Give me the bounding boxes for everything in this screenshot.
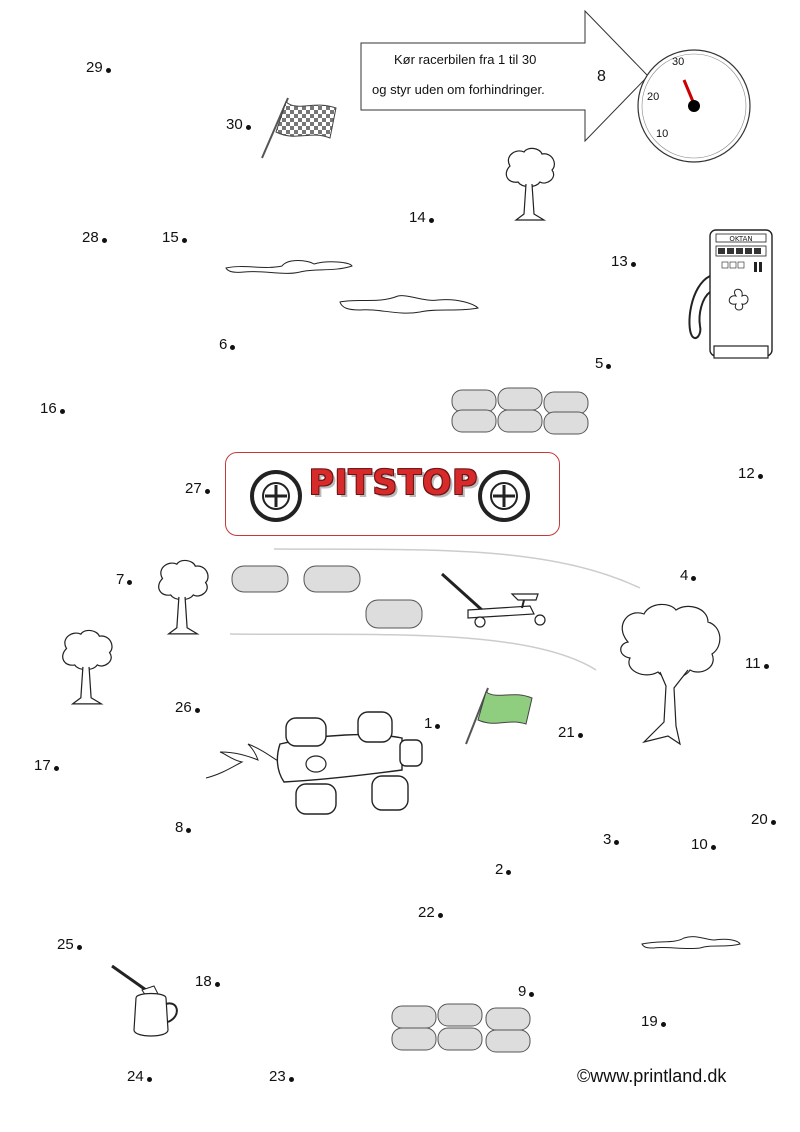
wheel-icon	[250, 470, 302, 522]
dot-point	[428, 218, 434, 223]
dot-point	[529, 992, 535, 997]
wheel-icon	[478, 470, 530, 522]
dot-point	[245, 125, 251, 130]
tree-icon	[62, 629, 113, 705]
car-jack-icon	[440, 572, 546, 628]
instruction-arrow: Kør racerbilen fra 1 til 30 og styr uden…	[360, 9, 660, 146]
dot-28: 28	[82, 230, 107, 245]
dot-point	[630, 262, 636, 267]
dot-point	[101, 238, 107, 243]
dot-5: 5	[595, 356, 612, 371]
dot-16: 16	[40, 401, 65, 416]
dot-point	[76, 945, 82, 950]
tire-stack-icon	[391, 1003, 531, 1053]
dot-point	[53, 766, 59, 771]
dot-1: 1	[424, 716, 441, 731]
dot-6: 6	[219, 337, 236, 352]
dot-26: 26	[175, 700, 200, 715]
speedometer-icon	[637, 49, 751, 163]
start-flag-icon	[465, 687, 533, 745]
dot-point	[577, 733, 583, 738]
dot-21: 21	[558, 725, 583, 740]
dot-18: 18	[195, 974, 220, 989]
dot-15: 15	[162, 230, 187, 245]
race-car-icon	[205, 711, 423, 815]
dot-point	[230, 345, 236, 350]
dot-11: 11	[745, 656, 769, 671]
instruction-line-1: Kør racerbilen fra 1 til 30	[394, 52, 537, 67]
svg-text:OKTAN: OKTAN	[729, 235, 752, 243]
dot-24: 24	[127, 1069, 152, 1084]
tire-stack-icon	[451, 387, 589, 435]
big-tree-icon	[620, 603, 721, 746]
dot-20: 20	[751, 812, 776, 827]
tree-icon	[505, 147, 555, 221]
dot-point	[614, 840, 620, 845]
dot-3: 3	[603, 832, 620, 847]
instruction-badge: 8	[597, 68, 606, 85]
dot-27: 27	[185, 481, 210, 496]
dot-point	[288, 1077, 294, 1082]
dot-point	[660, 1022, 666, 1027]
dot-point	[146, 1077, 152, 1082]
dot-point	[757, 474, 763, 479]
fuel-pump-icon: OKTAN	[688, 229, 773, 359]
dot-point	[435, 724, 441, 729]
oil-slick-icon	[641, 936, 741, 950]
dot-point	[59, 409, 65, 414]
pitstop-label: PITSTOP	[308, 463, 479, 503]
dot-point	[127, 580, 133, 585]
dot-7: 7	[116, 572, 133, 587]
dot-point	[437, 913, 443, 918]
dot-19: 19	[641, 1014, 666, 1029]
road-lines	[229, 548, 641, 671]
gauge-label-10: 10	[656, 128, 669, 140]
pitstop-sign: PITSTOP	[225, 452, 560, 536]
dot-point	[506, 870, 512, 875]
dot-8: 8	[175, 820, 192, 835]
oil-can-icon	[111, 964, 178, 1037]
dot-point	[606, 364, 612, 369]
gauge-label-30: 30	[672, 56, 685, 68]
dot-point	[710, 845, 716, 850]
dot-25: 25	[57, 937, 82, 952]
dot-point	[105, 68, 111, 73]
dot-23: 23	[269, 1069, 294, 1084]
dot-point	[214, 982, 220, 987]
dot-30: 30	[226, 117, 251, 132]
dot-point	[763, 664, 769, 669]
dot-point	[691, 576, 697, 581]
dot-point	[770, 820, 776, 825]
checkered-flag-icon	[261, 97, 337, 159]
dot-point	[181, 238, 187, 243]
dot-point	[204, 489, 210, 494]
dot-29: 29	[86, 60, 111, 75]
dot-22: 22	[418, 905, 443, 920]
instruction-line-2: og styr uden om forhindringer.	[372, 82, 545, 97]
dot-4: 4	[680, 568, 697, 583]
dot-9: 9	[518, 984, 535, 999]
dot-13: 13	[611, 254, 636, 269]
oil-slick-icon	[225, 260, 353, 274]
arrow-shape	[360, 9, 649, 143]
gauge-label-20: 20	[647, 91, 660, 103]
dot-12: 12	[738, 466, 763, 481]
website-credit: ©www.printland.dk	[577, 1066, 727, 1086]
tires-icon	[231, 565, 423, 629]
dot-14: 14	[409, 210, 434, 225]
dot-17: 17	[34, 758, 59, 773]
tree-icon	[158, 559, 209, 635]
dot-point	[194, 708, 200, 713]
dot-2: 2	[495, 862, 512, 877]
oil-slick-icon	[339, 295, 480, 314]
dot-10: 10	[691, 837, 716, 852]
dot-point	[186, 828, 192, 833]
